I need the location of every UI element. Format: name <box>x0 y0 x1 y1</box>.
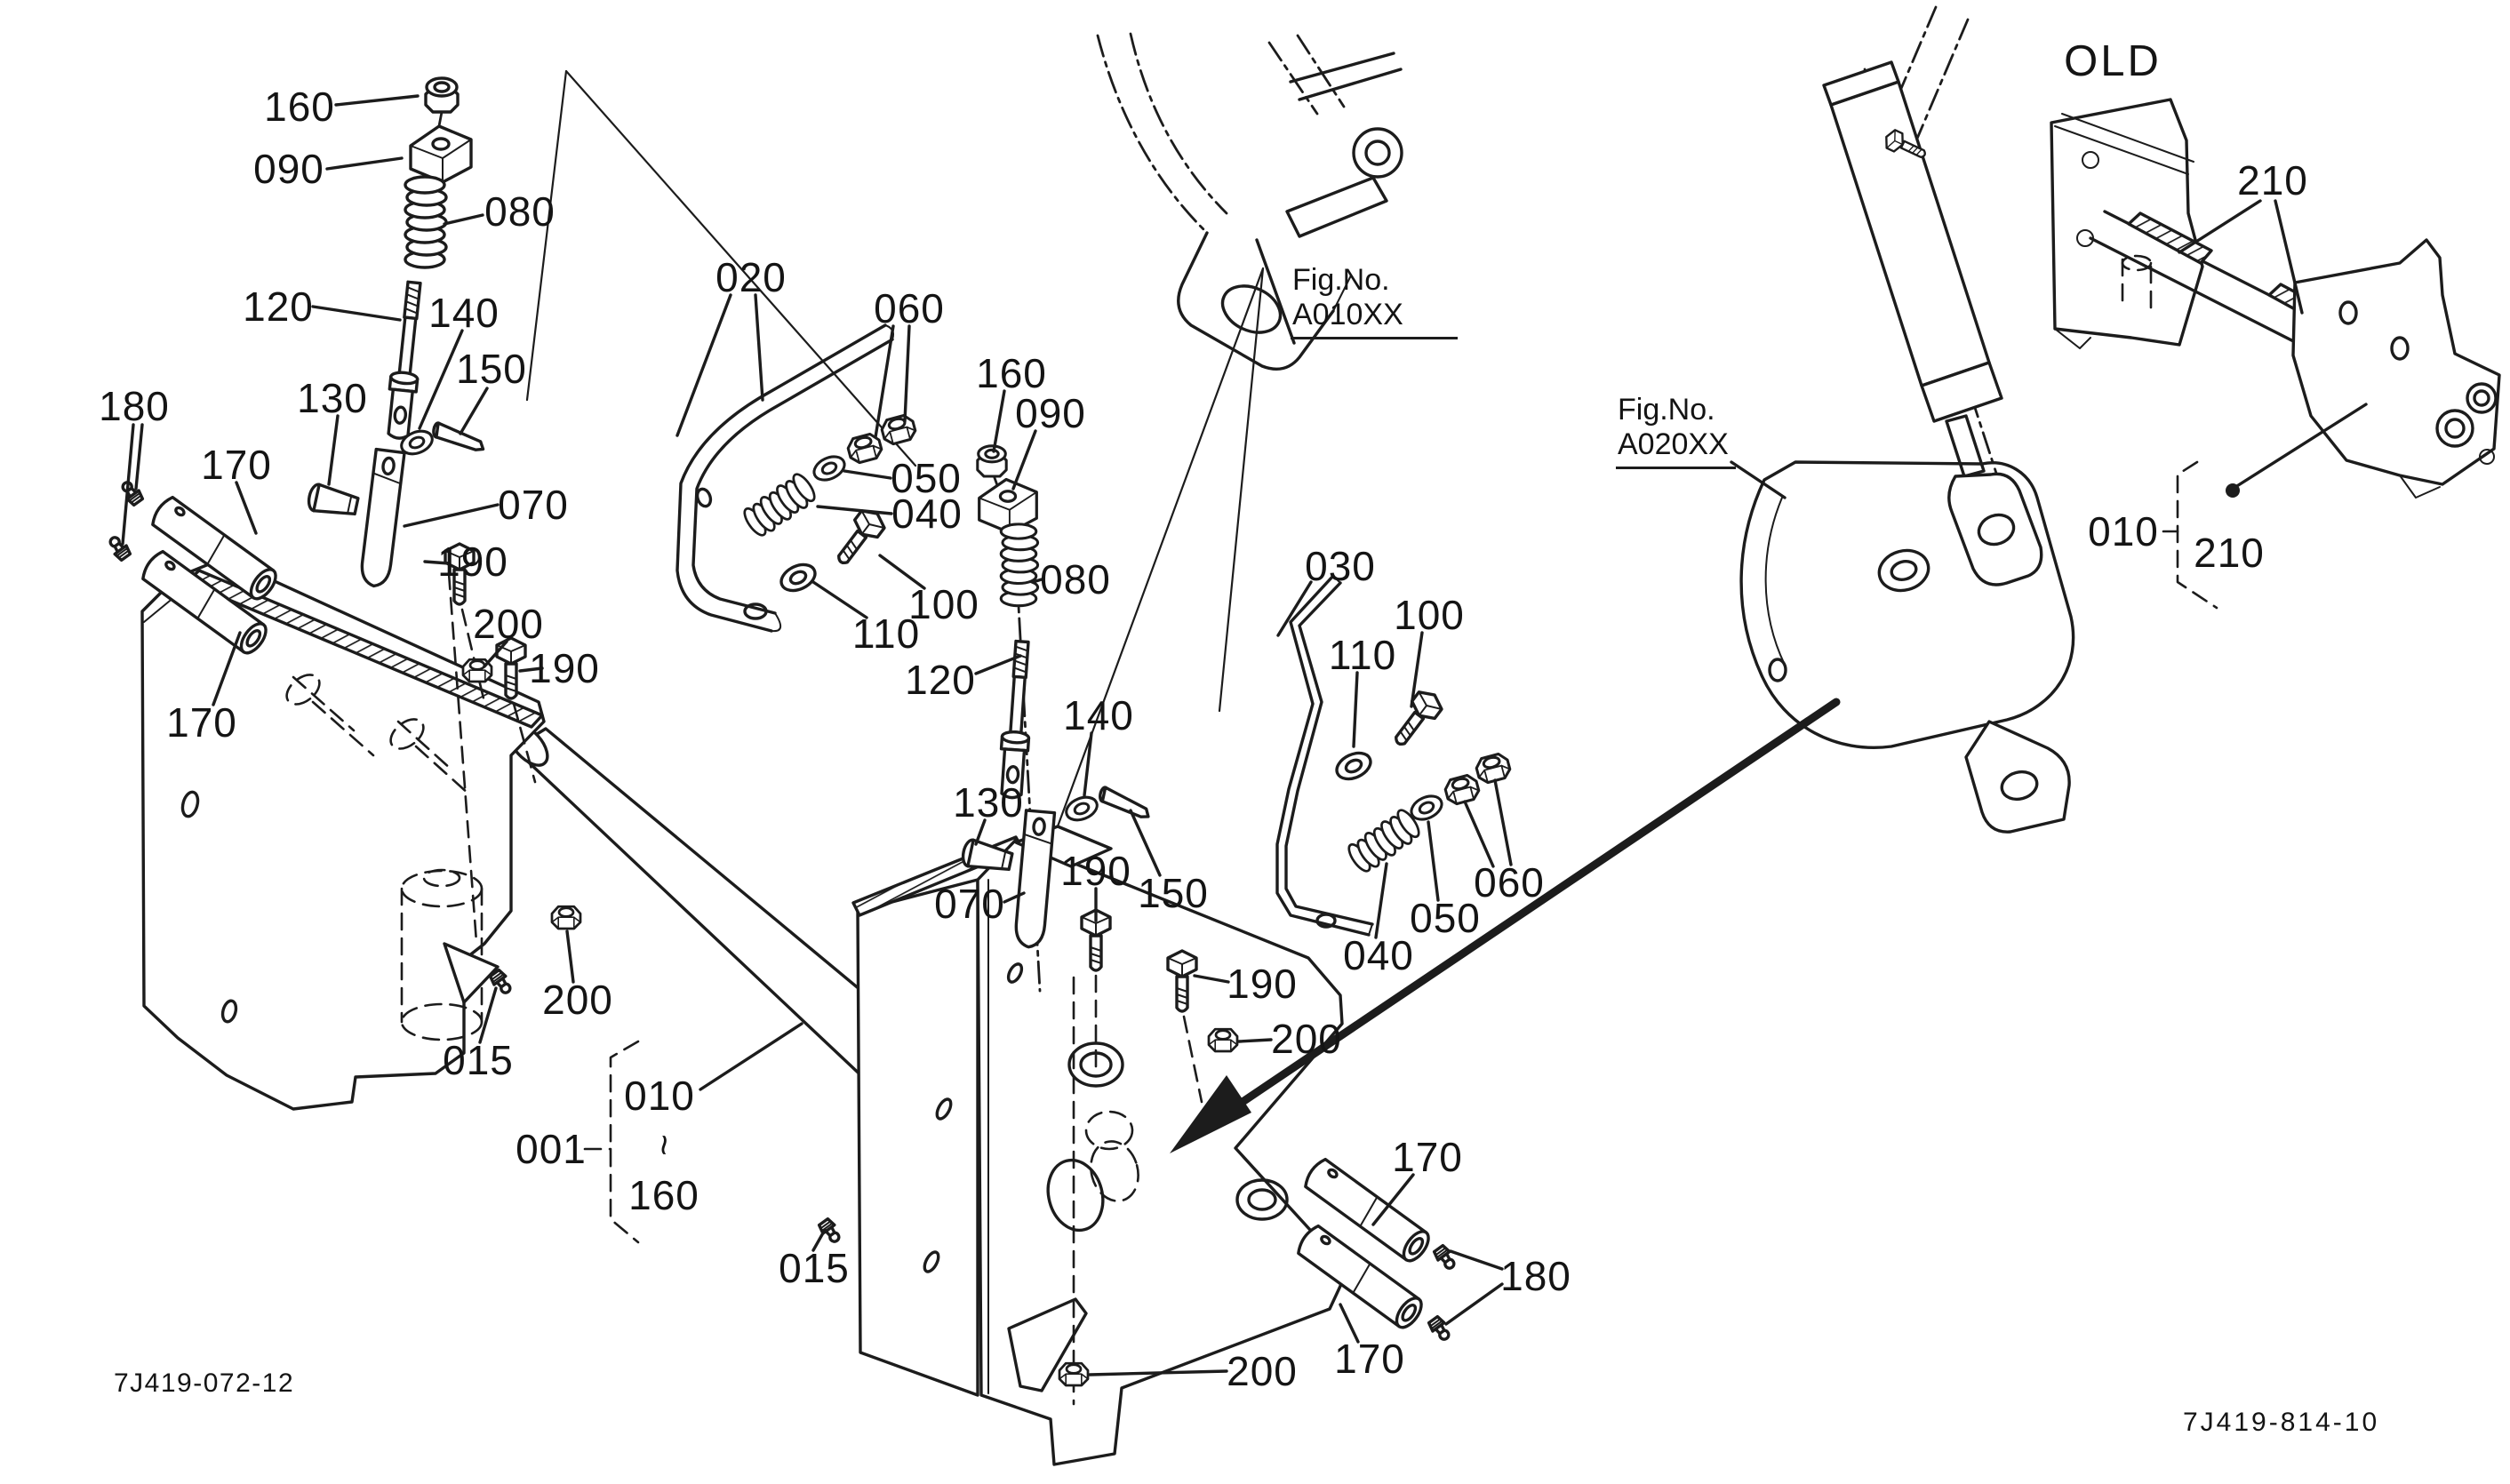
part-callout-060: 060 <box>1474 859 1545 906</box>
part-callout-100: 100 <box>908 581 979 627</box>
fig-ref-a020-line1: Fig.No. <box>1618 393 1715 427</box>
part-callout-010: 010 <box>2088 508 2159 555</box>
part-callout-190: 190 <box>529 645 600 691</box>
part-callout-190: 190 <box>1060 848 1131 894</box>
part-callout-210: 210 <box>2237 157 2308 203</box>
part-callout-130: 130 <box>953 779 1024 826</box>
lever-020-drawing <box>675 323 894 633</box>
part-callout-070: 070 <box>934 881 1005 927</box>
part-callout-010: 010 <box>624 1073 695 1119</box>
part-callout-001: 001 <box>516 1126 587 1172</box>
fig-ref-a010-line1: Fig.No. <box>1292 263 1390 297</box>
fig-ref-a020-line2: A020XX <box>1618 427 1729 461</box>
part-callout-160: 160 <box>264 84 335 130</box>
right-bracket-plate-drawing <box>851 825 1349 1466</box>
part-callout-170: 170 <box>1392 1134 1463 1180</box>
part-callout-tilde: ~ <box>643 1134 685 1157</box>
part-callout-110: 110 <box>1328 632 1397 678</box>
part-callout-050: 050 <box>1410 895 1481 941</box>
part-callout-120: 120 <box>243 283 314 330</box>
locator-lines <box>525 69 1265 896</box>
part-callout-015: 015 <box>443 1037 514 1083</box>
fasteners-020-drawing <box>739 411 919 597</box>
fig-ref-a010-line2: A010XX <box>1292 297 1403 331</box>
part-callout-030: 030 <box>1305 543 1376 589</box>
part-callout-040: 040 <box>891 491 963 537</box>
part-callout-090: 090 <box>253 146 324 192</box>
leader-dot <box>2226 483 2240 498</box>
drawing-code-right: 7J419-814-10 <box>2183 1408 2380 1437</box>
part-callout-100: 100 <box>1394 592 1465 638</box>
part-callout-015: 015 <box>779 1245 850 1291</box>
direction-arrow <box>1170 698 1841 1153</box>
lever-030-drawing <box>1275 574 1374 937</box>
part-callout-160: 160 <box>976 350 1047 396</box>
part-callout-070: 070 <box>498 482 569 528</box>
cylinder-a020-phantom-drawing <box>1739 5 2160 834</box>
fig-ref-a010: Fig.No. A010XX <box>1291 263 1458 339</box>
part-callout-170: 170 <box>1334 1336 1405 1382</box>
part-callout-180: 180 <box>99 383 170 429</box>
old-assembly-drawing <box>2050 98 2501 499</box>
part-callout-090: 090 <box>1015 390 1086 436</box>
part-callout-170: 170 <box>201 442 272 488</box>
part-callout-200: 200 <box>542 977 613 1023</box>
part-callout-170: 170 <box>166 699 237 746</box>
part-callout-120: 120 <box>905 657 976 703</box>
boom-a010-phantom-drawing <box>1096 32 1403 371</box>
part-callout-190: 190 <box>1227 961 1298 1007</box>
fig-ref-a020: Fig.No. A020XX <box>1616 393 1736 469</box>
part-callout-060: 060 <box>874 285 945 331</box>
part-callout-210: 210 <box>2194 530 2265 576</box>
part-callout-080: 080 <box>1040 556 1111 602</box>
part-callout-190: 190 <box>437 539 508 585</box>
part-callout-200: 200 <box>1271 1016 1342 1062</box>
part-callout-110: 110 <box>851 610 921 657</box>
part-callout-050: 050 <box>891 455 962 501</box>
part-callout-150: 150 <box>456 346 527 392</box>
part-callout-020: 020 <box>715 254 787 300</box>
drawing-code-left: 7J419-072-12 <box>114 1368 295 1398</box>
part-callout-200: 200 <box>1227 1348 1298 1394</box>
part-callout-160: 160 <box>628 1172 699 1218</box>
part-callout-140: 140 <box>428 290 500 336</box>
part-callout-040: 040 <box>1343 932 1414 978</box>
leader-lines <box>121 94 2368 1376</box>
part-callout-080: 080 <box>484 188 556 235</box>
part-callout-200: 200 <box>473 601 544 647</box>
left-bracket-plate-drawing <box>140 556 546 1111</box>
part-callout-130: 130 <box>297 375 368 421</box>
part-callout-150: 150 <box>1138 870 1209 916</box>
range-bracket-001 <box>583 1040 640 1244</box>
part-callout-180: 180 <box>1500 1253 1571 1299</box>
range-bracket-210 <box>2162 460 2218 610</box>
part-callout-old: OLD <box>2064 37 2162 85</box>
part-callout-140: 140 <box>1063 692 1134 738</box>
pins-170-right-drawing <box>1293 1154 1459 1344</box>
